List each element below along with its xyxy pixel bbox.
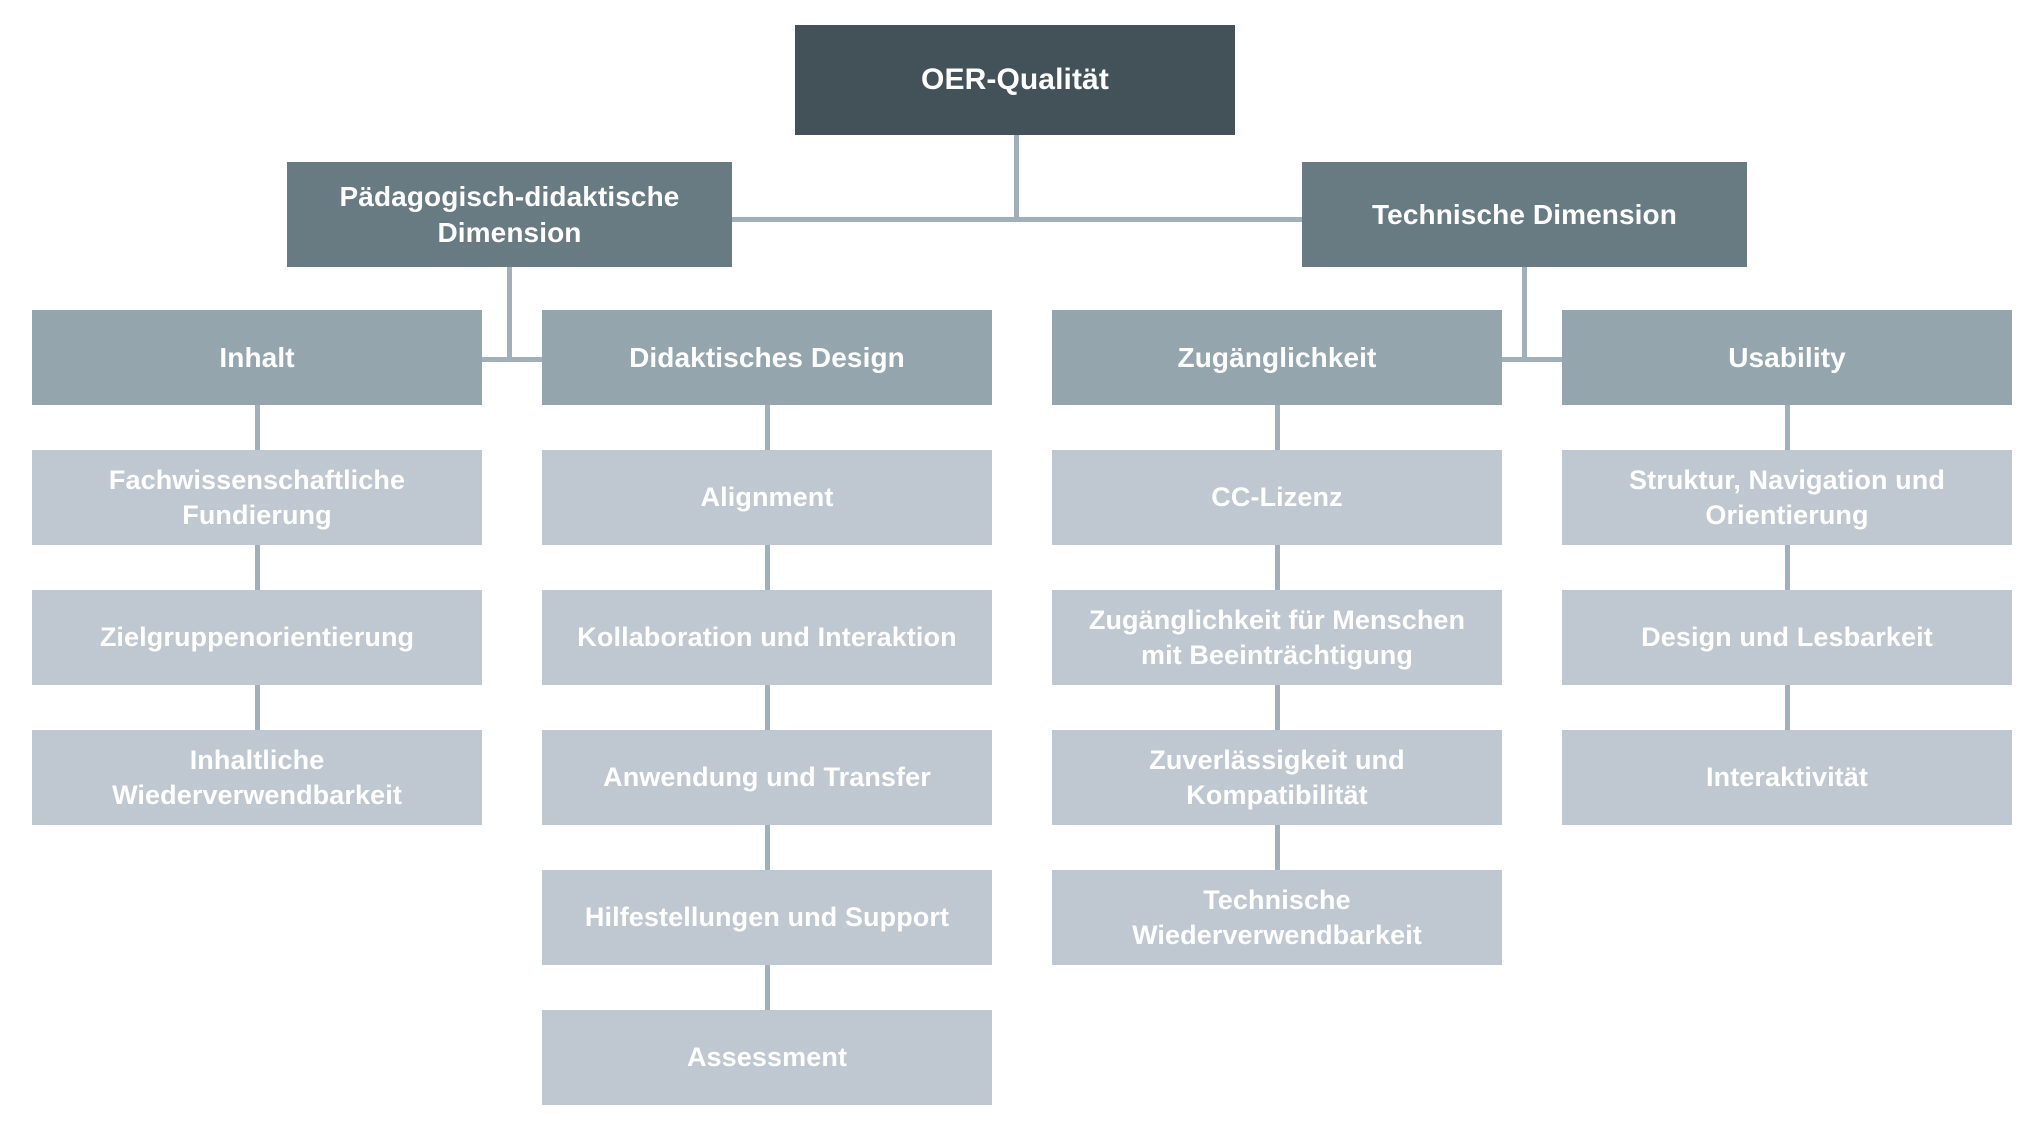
- node-criterion-label: Technische Wiederverwendbarkeit: [1132, 884, 1422, 950]
- node-category-label: Didaktisches Design: [629, 341, 905, 373]
- node-criterion-label: Hilfestellungen und Support: [584, 902, 950, 933]
- connector-cat-left-horizontal: [430, 357, 590, 362]
- node-criterion-label: Kollaboration und Interaktion: [577, 622, 957, 653]
- node-criterion-label: Zielgruppenorientierung: [99, 622, 415, 653]
- node-criterion[interactable]: Zugänglichkeit für Menschen mit Beeinträ…: [1052, 590, 1502, 685]
- node-criterion-label: Zuverlässigkeit und Kompatibilität: [1149, 744, 1405, 810]
- node-criterion[interactable]: Anwendung und Transfer: [542, 730, 992, 825]
- node-criterion-label: Zugänglichkeit für Menschen mit Beeinträ…: [1088, 604, 1466, 670]
- node-criterion-label: Inhaltliche Wiederverwendbarkeit: [112, 744, 402, 810]
- connector-root-horizontal: [509, 217, 1527, 222]
- node-criterion-label: Design und Lesbarkeit: [1641, 622, 1933, 653]
- node-root-oer-qualitaet[interactable]: OER-Qualität: [795, 25, 1235, 135]
- node-criterion-label: Assessment: [686, 1042, 848, 1073]
- node-criterion[interactable]: CC-Lizenz: [1052, 450, 1502, 545]
- node-criterion[interactable]: Zielgruppenorientierung: [32, 590, 482, 685]
- node-category-label: Inhalt: [219, 341, 295, 373]
- connector-col3-spine: [1275, 405, 1280, 965]
- node-criterion[interactable]: Fachwissenschaftliche Fundierung: [32, 450, 482, 545]
- node-dimension-paedagogisch-didaktisch[interactable]: Pädagogisch-didaktische Dimension: [287, 162, 732, 267]
- node-dimension-label: Pädagogisch-didaktische Dimension: [339, 180, 680, 248]
- connector-cat-right-horizontal: [1445, 357, 1605, 362]
- node-root-label: OER-Qualität: [921, 62, 1109, 96]
- node-criterion-label: Alignment: [700, 482, 834, 513]
- node-criterion[interactable]: Alignment: [542, 450, 992, 545]
- node-criterion[interactable]: Hilfestellungen und Support: [542, 870, 992, 965]
- node-criterion-label: Interaktivität: [1706, 762, 1868, 793]
- node-category-inhalt[interactable]: Inhalt: [32, 310, 482, 405]
- node-criterion-label: Fachwissenschaftliche Fundierung: [108, 464, 406, 530]
- node-category-didaktisches-design[interactable]: Didaktisches Design: [542, 310, 992, 405]
- node-criterion[interactable]: Inhaltliche Wiederverwendbarkeit: [32, 730, 482, 825]
- node-category-usability[interactable]: Usability: [1562, 310, 2012, 405]
- connector-dim-right-down: [1522, 267, 1527, 362]
- node-criterion[interactable]: Zuverlässigkeit und Kompatibilität: [1052, 730, 1502, 825]
- node-criterion-label: Anwendung und Transfer: [603, 762, 931, 793]
- node-criterion-label: CC-Lizenz: [1211, 482, 1343, 513]
- node-criterion-label: Struktur, Navigation und Orientierung: [1629, 464, 1945, 530]
- node-criterion[interactable]: Struktur, Navigation und Orientierung: [1562, 450, 2012, 545]
- node-dimension-label: Technische Dimension: [1372, 198, 1677, 230]
- connector-dim-left-down: [507, 267, 512, 362]
- node-category-label: Zugänglichkeit: [1177, 341, 1377, 373]
- node-criterion[interactable]: Kollaboration und Interaktion: [542, 590, 992, 685]
- connector-root-down: [1014, 135, 1019, 219]
- node-criterion[interactable]: Design und Lesbarkeit: [1562, 590, 2012, 685]
- node-criterion[interactable]: Technische Wiederverwendbarkeit: [1052, 870, 1502, 965]
- node-criterion[interactable]: Assessment: [542, 1010, 992, 1105]
- node-dimension-technisch[interactable]: Technische Dimension: [1302, 162, 1747, 267]
- node-category-zugaenglichkeit[interactable]: Zugänglichkeit: [1052, 310, 1502, 405]
- node-category-label: Usability: [1728, 341, 1846, 373]
- node-criterion[interactable]: Interaktivität: [1562, 730, 2012, 825]
